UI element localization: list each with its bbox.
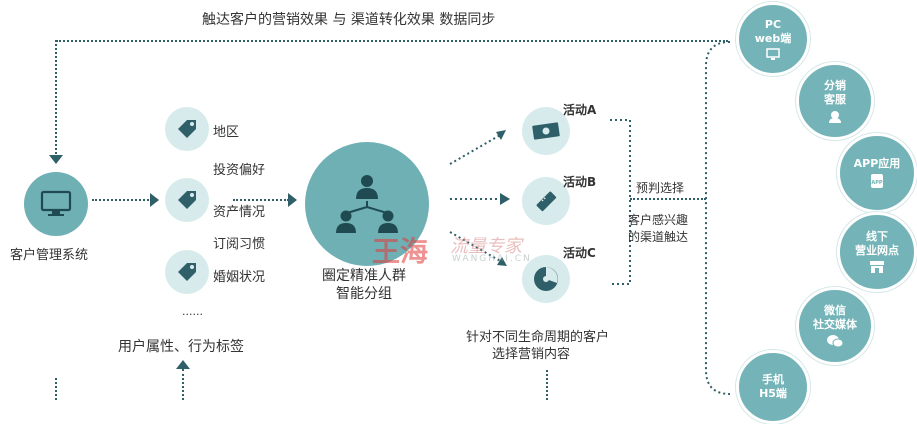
tag-label: 订阅习惯 bbox=[213, 237, 266, 252]
channel-line2: H5端 bbox=[759, 387, 787, 400]
arrow-up-icon bbox=[176, 360, 190, 369]
channel-line1: APP应用 bbox=[853, 157, 901, 170]
bracket-label: 的渠道触达 bbox=[628, 230, 689, 244]
channel-line2: web端 bbox=[754, 32, 792, 45]
channel-line1: 手机 bbox=[762, 373, 784, 386]
tags-up-line bbox=[182, 369, 184, 400]
monitor-icon bbox=[766, 48, 780, 60]
activity-a-circle bbox=[522, 107, 570, 155]
channel-line1: PC bbox=[764, 18, 782, 31]
branch-arrows bbox=[449, 130, 510, 266]
channel-app: APP应用 APP bbox=[837, 133, 917, 213]
arrow-down-icon bbox=[49, 155, 63, 164]
channel-distribution-service: 分销 客服 bbox=[796, 62, 874, 140]
tag-label: 地区 bbox=[213, 125, 240, 140]
tag-circle-marriage bbox=[165, 250, 209, 294]
bracket-label: 预判选择 bbox=[636, 181, 685, 195]
watermark-script: 流量专家 bbox=[450, 236, 522, 257]
channel-line1: 分销 bbox=[824, 79, 846, 92]
cash-icon bbox=[532, 122, 560, 140]
channel-offline-branch: 线下 营业网点 bbox=[837, 212, 917, 292]
audience-label-line1: 圈定精准人群 bbox=[322, 268, 406, 284]
channel-line2: 社交媒体 bbox=[813, 318, 857, 331]
channel-pc-web: PC web端 bbox=[736, 2, 810, 76]
channel-line1: 线下 bbox=[866, 230, 888, 243]
crm-label: 客户管理系统 bbox=[10, 248, 89, 263]
crm-circle bbox=[24, 172, 88, 236]
svg-text:APP: APP bbox=[871, 180, 883, 186]
channel-line1: 微信 bbox=[824, 304, 846, 317]
activities-down-line bbox=[546, 370, 548, 400]
activity-b-circle bbox=[522, 177, 570, 225]
headset-icon bbox=[829, 111, 841, 123]
tags-caption: 用户属性、行为标签 bbox=[118, 339, 244, 355]
activities-bracket bbox=[610, 119, 631, 285]
tag-circle-region bbox=[165, 107, 209, 151]
activity-b-label: 活动B bbox=[563, 175, 597, 189]
channels-bracket bbox=[705, 41, 731, 395]
audience-label-line2: 智能分组 bbox=[336, 286, 392, 302]
activities-caption-line2: 选择营销内容 bbox=[492, 347, 571, 362]
tag-label: 婚姻状况 bbox=[213, 270, 266, 285]
channel-line2: 营业网点 bbox=[855, 244, 899, 257]
tag-label: ...... bbox=[182, 305, 203, 318]
watermark-main: 王海 bbox=[372, 235, 429, 268]
activity-a-label: 活动A bbox=[563, 103, 597, 117]
app-icon: APP bbox=[871, 174, 883, 188]
top-caption: 触达客户的营销效果 与 渠道转化效果 数据同步 bbox=[202, 12, 496, 28]
channel-line2: 客服 bbox=[824, 93, 846, 106]
disc-icon bbox=[534, 267, 558, 291]
crm-down-line bbox=[55, 378, 57, 400]
watermark-sub: WANGHAI.CN bbox=[452, 254, 532, 264]
activity-c-label: 活动C bbox=[563, 246, 596, 260]
tags-to-center-line bbox=[233, 199, 289, 201]
tag-label: 投资偏好 bbox=[213, 163, 266, 178]
feedback-line-top bbox=[56, 40, 728, 42]
tag-icon bbox=[178, 263, 196, 281]
arrow-right-icon bbox=[288, 193, 297, 207]
channel-mobile-h5: 手机 H5端 bbox=[736, 350, 810, 424]
tag-label: 资产情况 bbox=[213, 205, 266, 220]
tag-icon bbox=[178, 120, 196, 138]
wechat-icon bbox=[827, 335, 844, 348]
watermark: 王海 流量专家 WANGHAI.CN bbox=[372, 230, 547, 270]
arrow-right-icon bbox=[150, 193, 159, 207]
channel-wechat-social: 微信 社交媒体 bbox=[796, 287, 874, 365]
audience-circle bbox=[305, 142, 429, 266]
monitor-icon bbox=[40, 190, 72, 216]
tag-icon bbox=[178, 191, 196, 209]
coupon-icon bbox=[536, 191, 557, 212]
crm-to-tags-line bbox=[92, 199, 152, 201]
group-hierarchy-icon bbox=[336, 175, 398, 233]
tag-circle-assets bbox=[165, 178, 209, 222]
store-icon bbox=[870, 261, 884, 273]
activity-c-circle bbox=[522, 255, 570, 303]
feedback-line-left bbox=[55, 40, 57, 158]
activities-caption-line1: 针对不同生命周期的客户 bbox=[466, 330, 610, 345]
bracket-to-channels-line bbox=[630, 198, 706, 200]
bracket-label: 客户感兴趣 bbox=[628, 213, 689, 227]
